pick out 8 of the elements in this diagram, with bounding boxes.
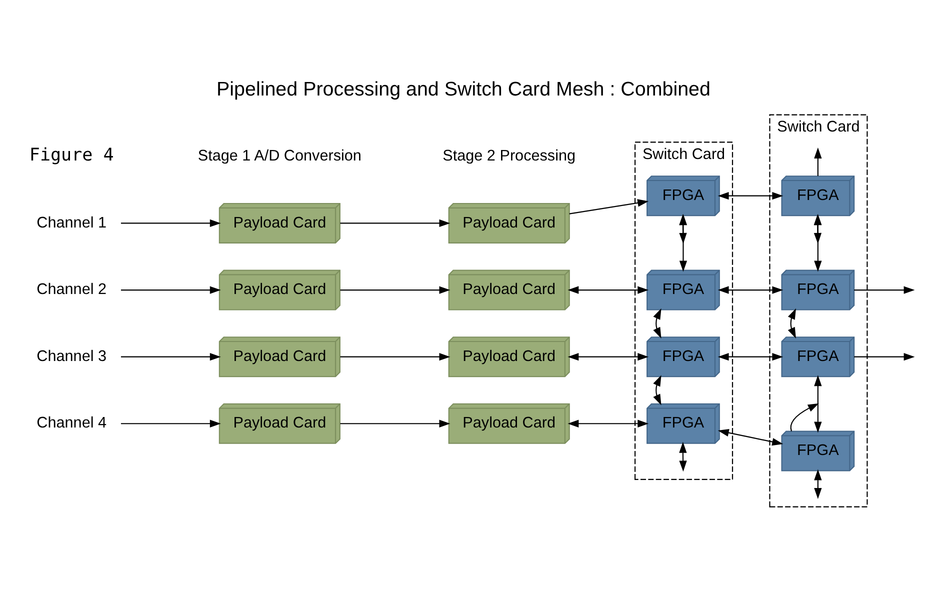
- node-text: Channel 1: [36, 214, 107, 231]
- label: Stage 2 Processing: [442, 146, 576, 164]
- caption: Figure 4: [29, 145, 114, 166]
- node-text: Channel 4: [36, 414, 107, 432]
- diagram-title: Pipelined Processing and Switch Card Mesh : Combined: [216, 78, 710, 100]
- node-text: Channel 2: [36, 280, 107, 298]
- node-text: Channel 3: [36, 347, 107, 364]
- label: Stage 1 A/D Conversion: [198, 146, 362, 164]
